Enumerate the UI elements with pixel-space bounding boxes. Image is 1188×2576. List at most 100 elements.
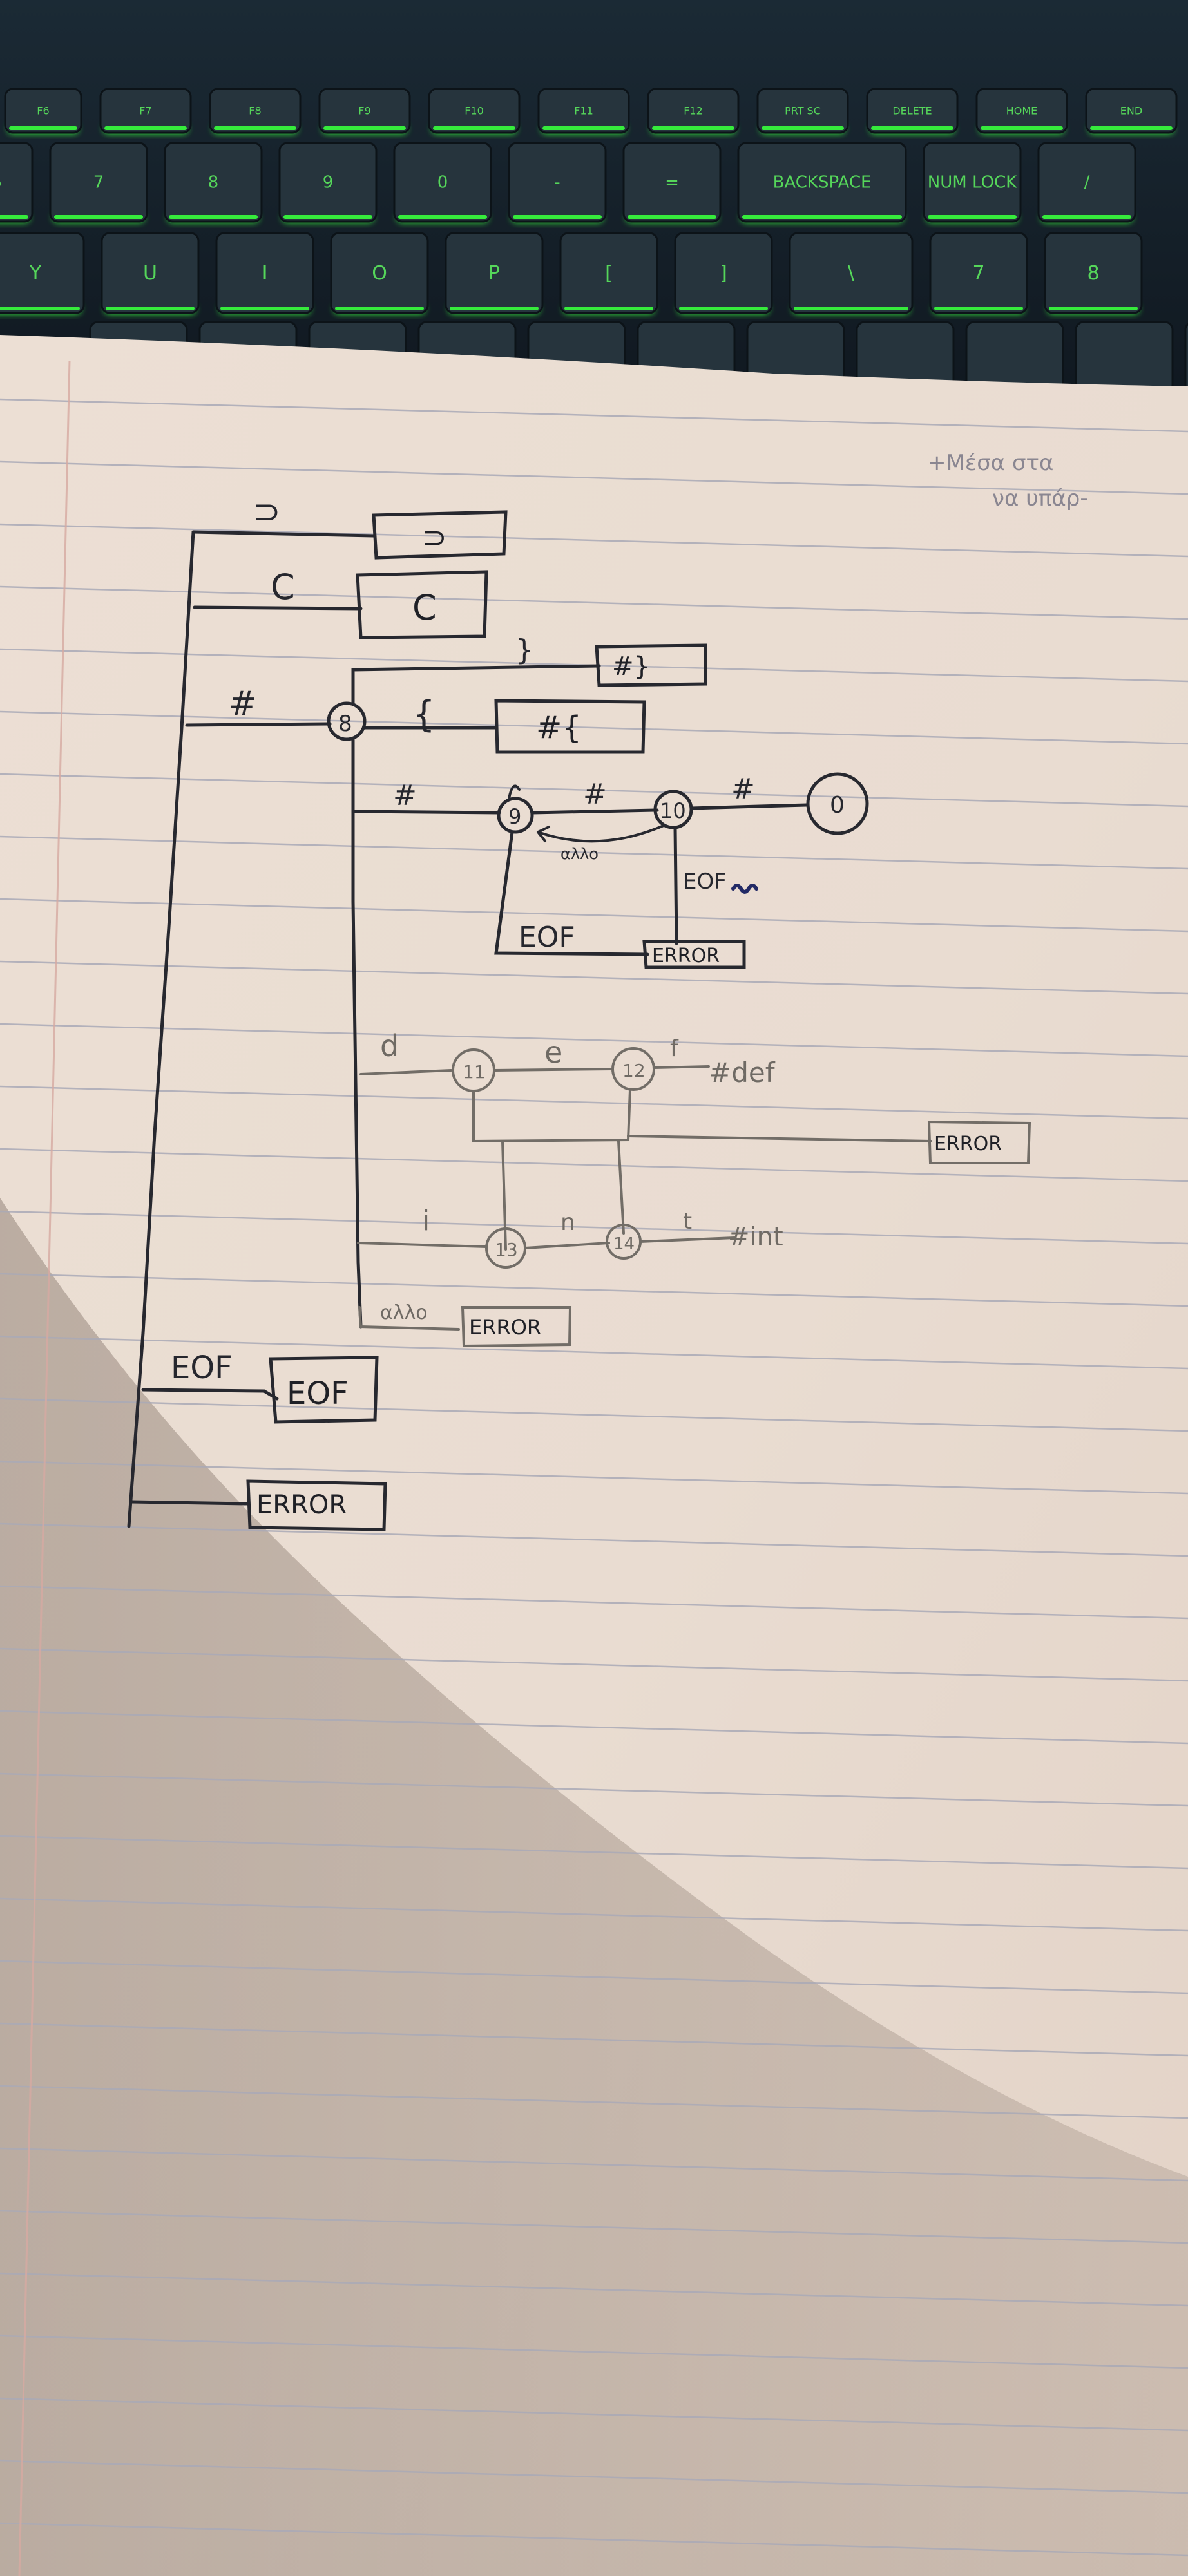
fn-row-key: F6 (4, 88, 82, 134)
fn-row-key-label: END (1120, 104, 1142, 117)
diagram-labels: ⊃ ⊃ C C # 8 } #} { #{ # 9 # 10 # 0 αλλο … (171, 493, 1002, 1520)
notebook-page (0, 335, 1188, 2576)
bottom-row-key (1075, 321, 1174, 394)
fn-row-key-label: F9 (358, 104, 370, 117)
label-state-13: 13 (495, 1239, 518, 1260)
edge-close-brace (351, 664, 601, 706)
edge-8-9 (351, 810, 501, 815)
label-edge-13-14: n (560, 1209, 575, 1236)
label-state-0: 0 (830, 792, 845, 819)
label-state-14: 14 (613, 1235, 635, 1254)
box-close-brace (595, 643, 707, 687)
top-row-key: \ (789, 232, 914, 314)
num-row-key: = (622, 142, 722, 223)
fn-row-key-label: F12 (684, 104, 703, 117)
fn-row-key-label: DELETE (892, 104, 932, 117)
eof-scribble (731, 884, 758, 894)
top-row-key-label: U (143, 262, 157, 285)
box-close-paren-text: ⊃ (422, 520, 447, 554)
pencil-vertical-right (617, 1140, 625, 1235)
num-row-key-label: NUM LOCK (928, 173, 1017, 193)
num-row-key: - (508, 142, 607, 223)
label-edge-11-12: e (544, 1035, 562, 1070)
label-close-brace: } (515, 634, 533, 667)
box-error-mid-text: ERROR (934, 1133, 1002, 1155)
label-edge-10-9: αλλο (560, 845, 599, 863)
num-row-key-label: - (554, 173, 560, 193)
label-hash: # (229, 685, 257, 723)
label-d: d (380, 1028, 399, 1063)
box-close-brace-text: #} (612, 652, 650, 681)
label-state-11: 11 (463, 1061, 486, 1083)
edge-8-d (359, 1069, 452, 1075)
num-row-key-label: = (665, 173, 679, 193)
label-open-paren: C (271, 567, 295, 607)
top-row-key: I (215, 232, 314, 314)
state-diagram (127, 510, 869, 1528)
top-row-key-label: O (372, 262, 387, 285)
label-state-8: 8 (338, 711, 352, 737)
label-open-brace: { (412, 694, 436, 735)
edge-error (130, 1500, 250, 1506)
fn-row-key-label: F10 (465, 104, 484, 117)
num-row-key-label: BACKSPACE (773, 173, 872, 193)
top-row-key: [ (559, 232, 658, 314)
fn-row-key: F12 (647, 88, 740, 134)
edge-8-i (357, 1242, 488, 1248)
fn-row-key: F11 (537, 88, 630, 134)
edge-hash (185, 722, 332, 727)
top-row-key-label: [ (605, 262, 613, 285)
pencil-connector-error (627, 1135, 932, 1142)
label-eof: EOF (171, 1350, 233, 1386)
edge-10-9-arrow (537, 826, 550, 842)
num-row-key-label: / (1084, 173, 1090, 193)
edge-9-10 (530, 808, 659, 815)
label-state-12: 12 (622, 1060, 646, 1081)
fn-row-key: END (1085, 88, 1178, 134)
fn-row-key: DELETE (866, 88, 959, 134)
num-row-key-label: 9 (323, 173, 334, 193)
label-edge-14-out: t (683, 1208, 692, 1235)
fn-row-key: PRT SC (756, 88, 849, 134)
label-close-paren: ⊃ (253, 493, 281, 531)
pencil-connector-top (472, 1088, 631, 1143)
box-open-paren (356, 570, 488, 639)
state-12 (611, 1047, 655, 1091)
state9-loop (508, 784, 521, 800)
num-row-key-label: 7 (93, 173, 104, 193)
top-row-key: P (445, 232, 544, 314)
num-row-key: 5 (0, 142, 34, 223)
num-row-key: BACKSPACE (737, 142, 907, 223)
main-spine (127, 530, 195, 1528)
keyboard-fn-row: F6 F7 F8 F9 F10 F11 F12 PRT SC DELETE HOME END (4, 88, 1178, 134)
box-open-brace (494, 699, 646, 754)
box-error-else-text: ERROR (469, 1315, 541, 1340)
top-row-key: U (101, 232, 200, 314)
fn-row-key-label: HOME (1006, 104, 1038, 117)
fn-row-key: F8 (209, 88, 302, 134)
label-result-int: #int (728, 1222, 783, 1252)
fn-row-key-label: F7 (139, 104, 151, 117)
label-eof-9: EOF (519, 921, 575, 954)
top-row-key-label: P (488, 262, 500, 285)
edge-10-9 (537, 824, 665, 843)
label-result-def: #def (709, 1057, 776, 1088)
state-9 (497, 797, 534, 834)
num-row-key-label: 5 (0, 173, 2, 193)
label-edge-8-9: # (393, 779, 417, 812)
fn-row-key: HOME (975, 88, 1068, 134)
label-eof-10: EOF (683, 869, 727, 895)
box-eof (269, 1356, 379, 1424)
state-diagram-lower (130, 1356, 387, 1531)
top-row-key: O (330, 232, 429, 314)
bottom-row-key (1184, 323, 1188, 392)
top-row-key-label: ] (720, 262, 727, 285)
edge-open-paren (193, 605, 363, 611)
state-diagram-pencil (357, 1047, 1031, 1348)
top-row-key: Y (0, 232, 85, 314)
label-edge-10-0: # (731, 773, 755, 806)
box-eof-text: EOF (287, 1376, 349, 1412)
